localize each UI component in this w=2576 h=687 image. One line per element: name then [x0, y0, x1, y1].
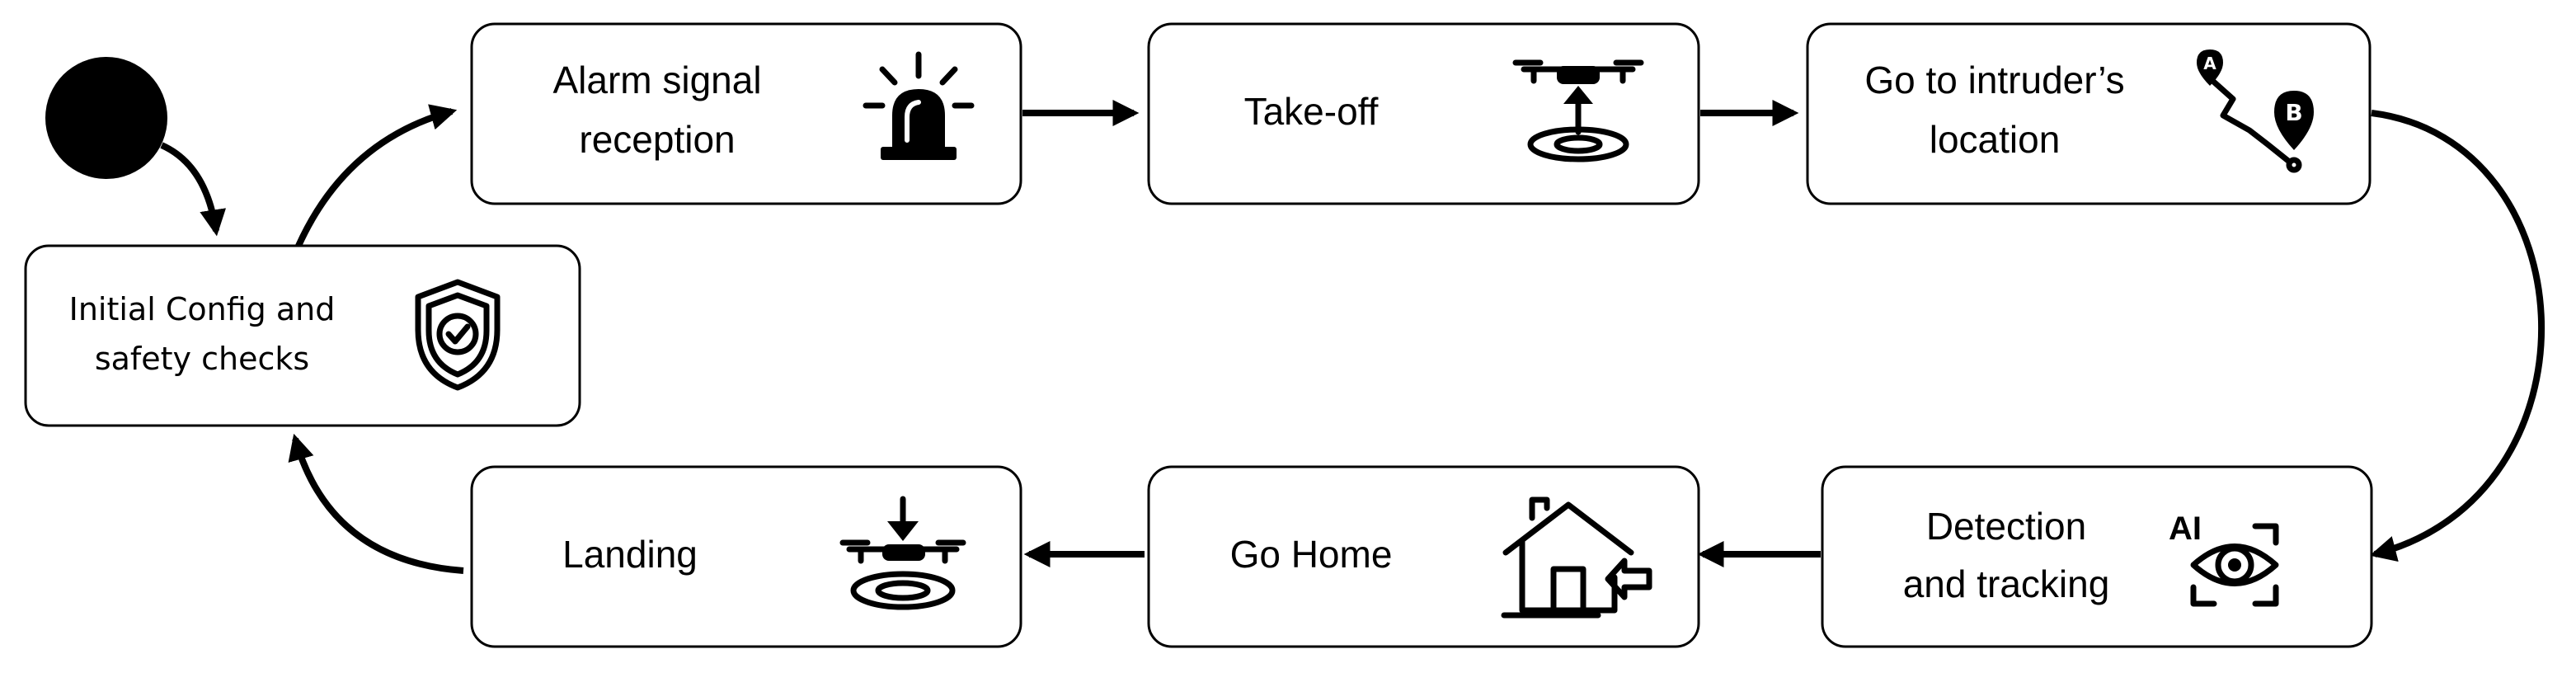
node-initial-config-line1: Initial Config and	[69, 291, 336, 327]
home-return-icon	[1501, 496, 1652, 619]
node-initial-config: Initial Config and safety checks	[24, 244, 581, 427]
edge-goto-detect	[2369, 110, 2545, 562]
node-gohome-line1: Go Home	[1230, 533, 1393, 576]
edge-start-config	[160, 142, 227, 237]
drone-takeoff-icon	[1512, 59, 1644, 162]
start-node	[45, 57, 167, 179]
route-point-a: A	[2203, 54, 2216, 73]
node-landing-line1: Landing	[562, 533, 698, 576]
node-alarm-line2: reception	[579, 118, 735, 161]
route-a-to-b-icon: A B	[2197, 49, 2314, 173]
node-alarm-line1: Alarm signal	[552, 59, 761, 101]
connectors	[160, 100, 2545, 574]
edge-landing-config	[288, 433, 464, 574]
edge-config-alarm	[295, 104, 458, 247]
shield-check-icon	[415, 279, 501, 391]
node-alarm: Alarm signal reception	[470, 22, 1022, 205]
node-goto-line1: Go to intruder’s	[1864, 59, 2124, 101]
node-landing: Landing	[470, 465, 1022, 648]
node-goto: Go to intruder’s location A B	[1806, 22, 2372, 205]
node-goto-line2: location	[1930, 118, 2061, 161]
siren-icon	[863, 51, 975, 160]
node-detect: Detection and tracking AI	[1821, 465, 2373, 648]
route-point-b: B	[2285, 99, 2302, 126]
ai-label: AI	[2169, 511, 2202, 547]
node-initial-config-line2: safety checks	[95, 341, 309, 377]
node-gohome: Go Home	[1147, 465, 1700, 648]
node-detect-line2: and tracking	[1903, 562, 2110, 605]
node-takeoff-line1: Take-off	[1244, 90, 1379, 133]
node-takeoff: Take-off	[1147, 22, 1700, 205]
drone-landing-icon	[839, 496, 966, 610]
ai-eye-icon: AI	[2169, 511, 2279, 607]
node-detect-line1: Detection	[1926, 505, 2086, 548]
